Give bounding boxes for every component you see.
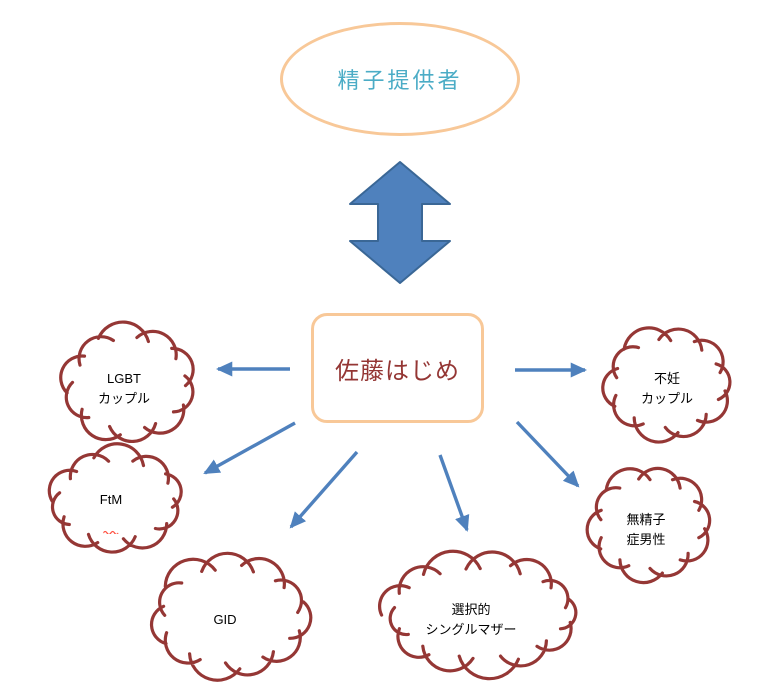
cloud-shape-gid[interactable] bbox=[149, 551, 313, 682]
cloud-label-infertile-couple: 不妊 カップル bbox=[640, 371, 694, 406]
cloud-label-azoospermia-male: 無精子 症男性 bbox=[626, 512, 666, 547]
cloud-shape-ftm[interactable] bbox=[47, 442, 183, 554]
cloud-label-lgbt-couple: LGBT カップル bbox=[97, 371, 151, 406]
sato-hajime-label: 佐藤はじめ bbox=[335, 357, 460, 385]
arrow-to-ftm[interactable] bbox=[203, 421, 296, 475]
sperm-donor-label: 精子提供者 bbox=[337, 68, 463, 93]
cloud-label-ftm: FtM bbox=[100, 470, 122, 534]
cloud-shape-infertile-couple[interactable] bbox=[601, 326, 732, 444]
cloud-label-selective-single-mother: 選択的 シングルマザー bbox=[425, 602, 517, 637]
double-arrow-shape[interactable] bbox=[349, 161, 451, 284]
spellcheck-squiggle-icon bbox=[103, 530, 119, 534]
sato-hajime-box[interactable]: 佐藤はじめ bbox=[311, 313, 484, 423]
cloud-shape-lgbt-couple[interactable] bbox=[59, 320, 195, 444]
sperm-donor-ellipse[interactable]: 精子提供者 bbox=[280, 22, 520, 136]
cloud-label-gid: GID bbox=[213, 612, 237, 627]
arrow-to-selective-single-mother[interactable] bbox=[438, 454, 470, 532]
arrow-to-gid[interactable] bbox=[289, 450, 359, 529]
cloud-shape-selective-single-mother[interactable] bbox=[378, 549, 578, 681]
arrow-to-azoospermia-male[interactable] bbox=[515, 420, 580, 488]
cloud-shape-azoospermia-male[interactable] bbox=[585, 466, 712, 585]
